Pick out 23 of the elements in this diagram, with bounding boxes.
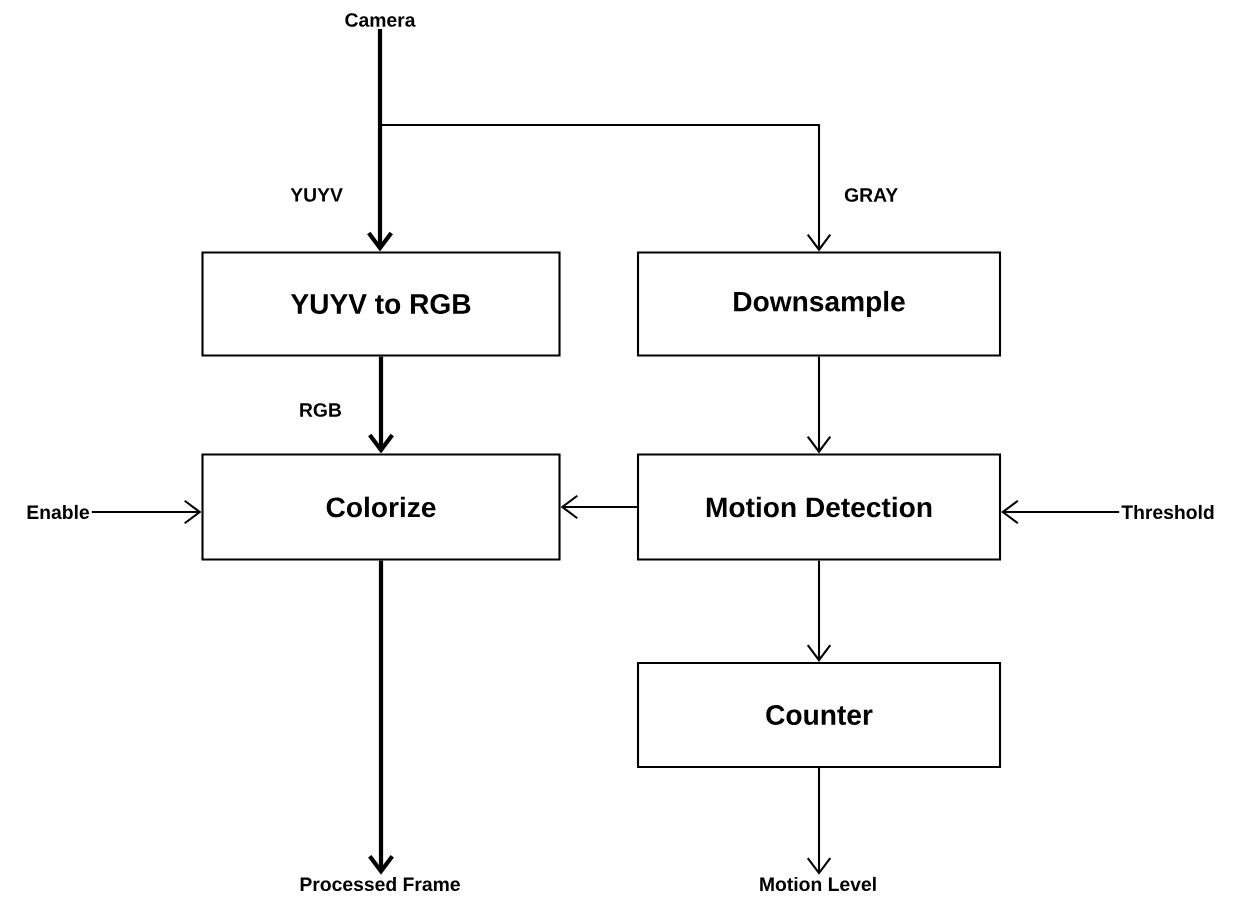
edge-label: YUYV bbox=[288, 186, 345, 204]
arrow bbox=[806, 560, 832, 662]
edge-label: GRAY bbox=[842, 186, 900, 204]
arrow bbox=[367, 28, 393, 252]
input-label: Processed Frame bbox=[300, 876, 460, 892]
arrow bbox=[378, 28, 832, 252]
process-box: YUYV to RGB bbox=[201, 251, 561, 357]
arrow bbox=[806, 356, 832, 454]
arrow bbox=[368, 356, 394, 454]
input-label: Threshold bbox=[1121, 504, 1214, 520]
process-box: Colorize bbox=[201, 453, 561, 561]
arrow bbox=[91, 499, 202, 525]
input-label: Motion Level bbox=[760, 876, 876, 892]
process-box: Counter bbox=[636, 661, 1002, 769]
input-label: Camera bbox=[345, 13, 416, 27]
process-box: Downsample bbox=[636, 251, 1002, 357]
process-box: Motion Detection bbox=[636, 453, 1002, 561]
arrow bbox=[1001, 499, 1120, 525]
arrow bbox=[368, 560, 394, 875]
edge-label: RGB bbox=[297, 401, 344, 419]
arrow bbox=[806, 768, 832, 875]
input-label: Enable bbox=[27, 504, 90, 520]
arrow bbox=[560, 494, 637, 520]
